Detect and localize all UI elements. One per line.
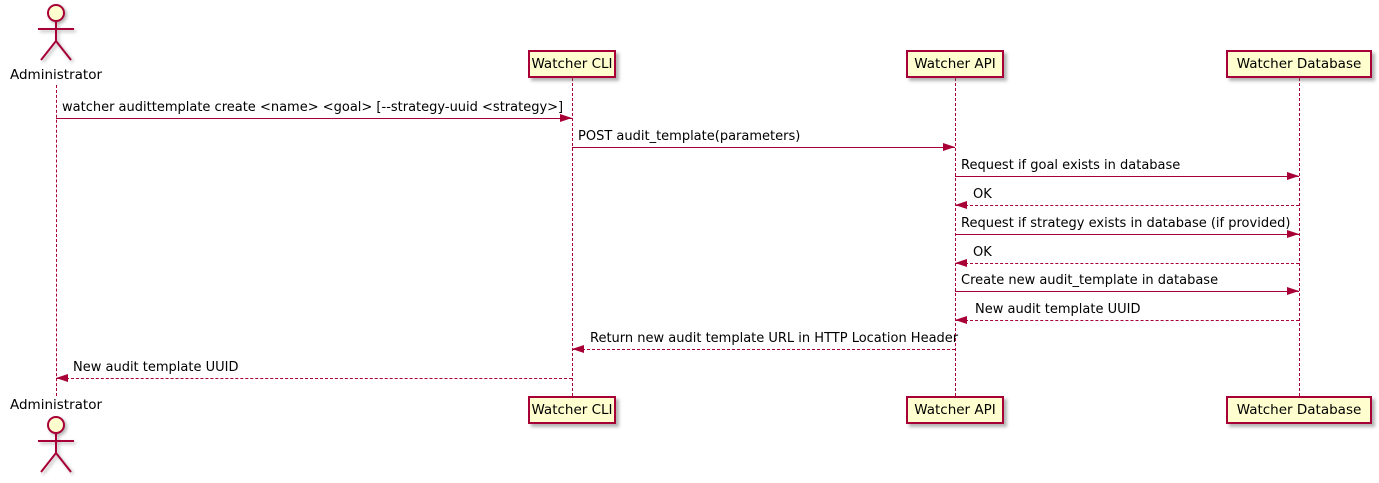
arrowhead-right-icon	[1287, 172, 1299, 180]
arrowhead-right-icon	[1287, 230, 1299, 238]
message-3-label: Request if goal exists in database	[961, 158, 1181, 173]
message-9-label: Return new audit template URL in HTTP Lo…	[590, 331, 959, 346]
arrowhead-right-icon	[1287, 287, 1299, 295]
message-10-arrow	[56, 374, 572, 382]
message-4-label: OK	[973, 187, 992, 202]
message-7-label: Create new audit_template in database	[961, 273, 1219, 288]
arrowhead-left-icon	[56, 374, 68, 382]
message-5-label: Request if strategy exists in database (…	[961, 216, 1291, 231]
message-6-label: OK	[973, 245, 992, 260]
actor-administrator-icon-bottom	[38, 416, 74, 473]
message-6-arrow	[955, 259, 1299, 267]
arrowhead-right-icon	[943, 143, 955, 151]
arrowhead-left-icon	[955, 201, 967, 209]
participant-watcher-api-top: Watcher API	[906, 50, 1004, 78]
message-8-arrow	[955, 316, 1299, 324]
arrowhead-left-icon	[955, 316, 967, 324]
actor-administrator-label-bottom: Administrator	[9, 397, 103, 413]
participant-watcher-api-bottom: Watcher API	[906, 396, 1004, 424]
actor-administrator-icon-top	[38, 4, 74, 61]
participant-watcher-cli-top: Watcher CLI	[528, 50, 616, 78]
arrowhead-left-icon	[955, 259, 967, 267]
arrowhead-right-icon	[560, 114, 572, 122]
message-7-arrow	[955, 287, 1299, 295]
lifeline-watcher-cli	[572, 78, 573, 396]
message-3-arrow	[955, 172, 1299, 180]
message-2-arrow	[572, 143, 955, 151]
message-2-label: POST audit_template(parameters)	[578, 129, 801, 144]
actor-administrator-label-top: Administrator	[9, 67, 103, 83]
message-1-label: watcher audittemplate create <name> <goa…	[62, 100, 564, 115]
lifeline-watcher-database	[1299, 78, 1300, 396]
participant-watcher-database-bottom: Watcher Database	[1226, 396, 1372, 424]
message-9-arrow	[572, 345, 955, 353]
message-5-arrow	[955, 230, 1299, 238]
message-1-arrow	[56, 114, 572, 122]
participant-watcher-cli-bottom: Watcher CLI	[528, 396, 616, 424]
lifeline-watcher-api	[955, 78, 956, 396]
message-10-label: New audit template UUID	[73, 360, 239, 375]
message-4-arrow	[955, 201, 1299, 209]
arrowhead-left-icon	[572, 345, 584, 353]
participant-watcher-database-top: Watcher Database	[1226, 50, 1372, 78]
message-8-label: New audit template UUID	[975, 302, 1141, 317]
lifeline-administrator	[56, 85, 57, 396]
